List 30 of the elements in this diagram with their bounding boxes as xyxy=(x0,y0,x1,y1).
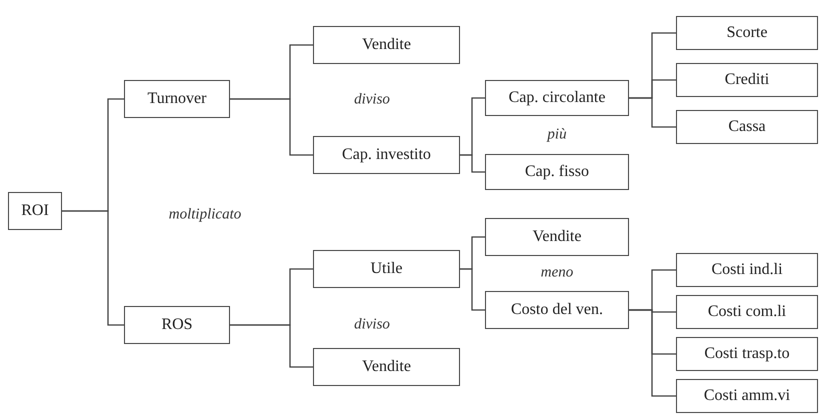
operator-label: diviso xyxy=(354,316,390,334)
term-box: ROI xyxy=(8,192,62,230)
operator-label: più xyxy=(547,126,567,144)
connector-line xyxy=(629,97,676,128)
term-box: Vendite xyxy=(485,218,629,256)
term-box: Cap. circolante xyxy=(485,80,629,116)
connector-line xyxy=(230,98,313,156)
term-box: Costo del ven. xyxy=(485,291,629,329)
connector-line xyxy=(230,324,313,368)
term-box: Costi amm.vi xyxy=(676,379,818,413)
connector-line xyxy=(629,309,676,397)
term-box: Crediti xyxy=(676,63,818,97)
operator-label: meno xyxy=(540,264,574,282)
operator-label: diviso xyxy=(354,92,390,108)
connector-line xyxy=(460,268,485,311)
term-box: Costi trasp.to xyxy=(676,337,818,371)
term-box: Vendite xyxy=(313,26,460,64)
term-box: Cap. investito xyxy=(313,136,460,174)
connector-line xyxy=(460,154,485,173)
term-box: Cap. fisso xyxy=(485,154,629,190)
term-box: Utile xyxy=(313,250,460,288)
term-box: Turnover xyxy=(124,80,230,118)
term-box: Cassa xyxy=(676,110,818,144)
term-box: ROS xyxy=(124,306,230,344)
term-box: Costi ind.li xyxy=(676,253,818,287)
term-box: Vendite xyxy=(313,348,460,386)
connector-line xyxy=(62,210,124,326)
term-box: Costi com.li xyxy=(676,295,818,329)
operator-label: moltiplicato xyxy=(168,206,242,224)
term-box: Scorte xyxy=(676,16,818,50)
